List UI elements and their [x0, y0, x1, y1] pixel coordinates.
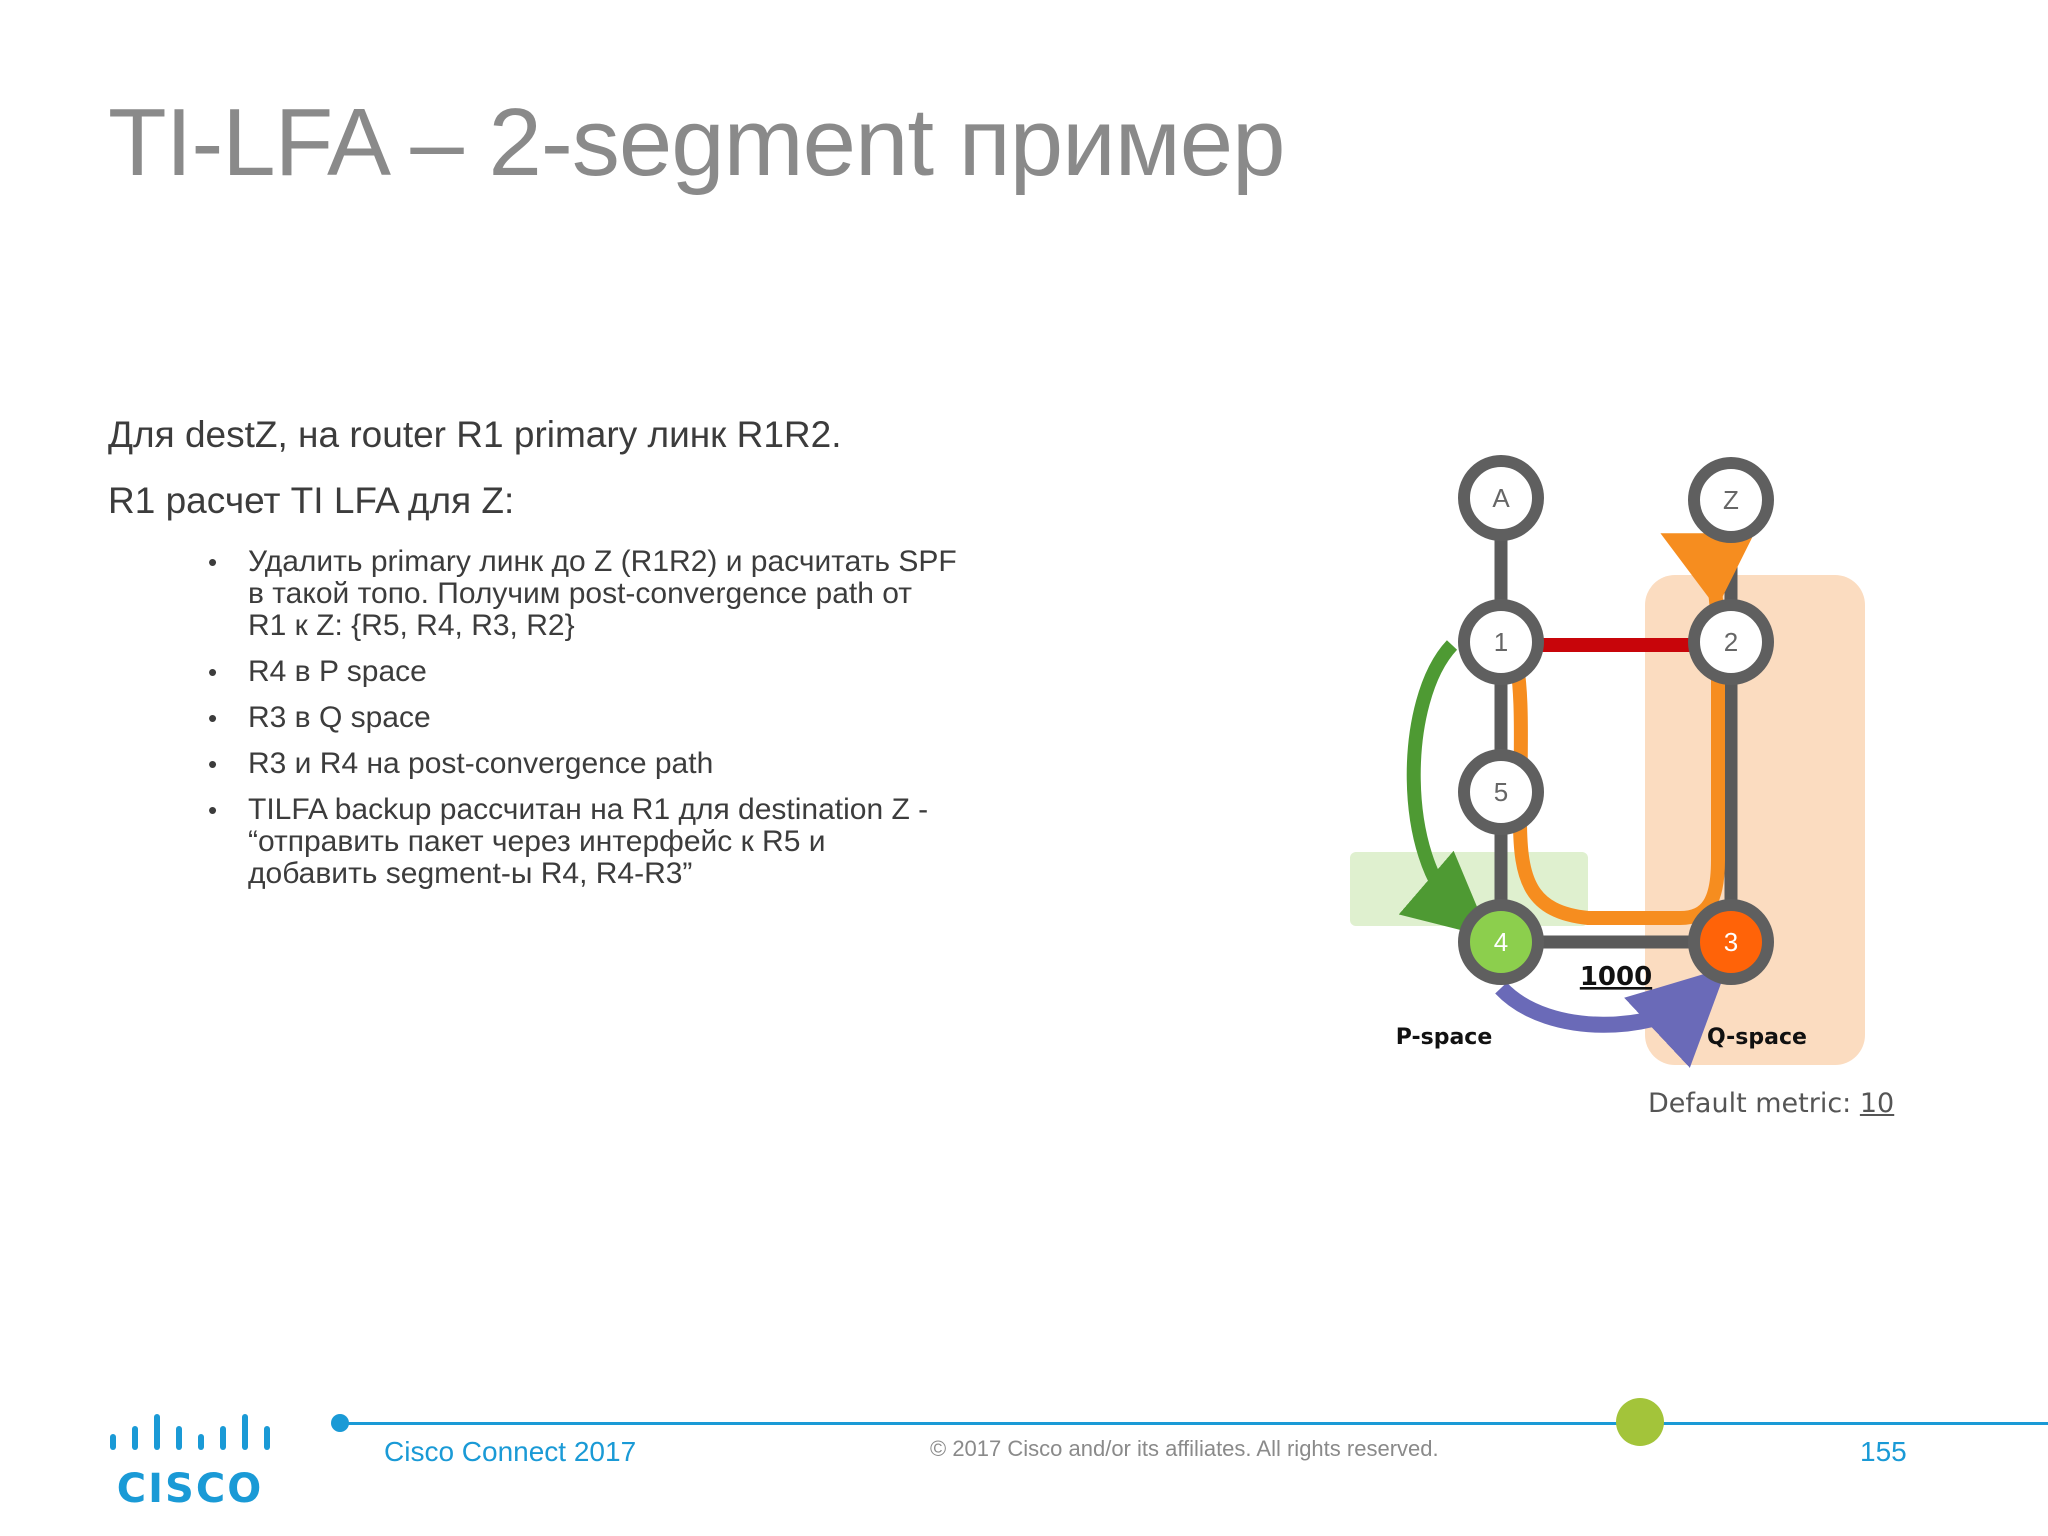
- p-space-label: P-space: [1396, 1025, 1493, 1050]
- default-metric-value: 10: [1859, 1088, 1895, 1119]
- footer-event-name: Cisco Connect 2017: [384, 1436, 637, 1467]
- bullet-line: Удалить primary линк до Z (R1R2) и расчи…: [248, 545, 957, 578]
- node-z-label: Z: [1723, 485, 1739, 515]
- slide-body: Для destZ, на router R1 primary линк R1R…: [108, 414, 1008, 904]
- node-5-label: 5: [1494, 777, 1508, 807]
- bullet-dot: •: [208, 547, 218, 577]
- bullet-dot: •: [208, 749, 218, 779]
- bullet-list: • Удалить primary линк до Z (R1R2) и рас…: [108, 546, 1008, 890]
- bullet-line: в такой топо. Получим post-convergence p…: [248, 577, 913, 610]
- bullet-item: • R4 в P space: [208, 655, 1008, 688]
- node-1: 1: [1458, 599, 1544, 685]
- paragraph-calc: R1 расчет TI LFA для Z:: [108, 480, 515, 521]
- bullet-line: R1 к Z: {R5, R4, R3, R2}: [248, 609, 575, 642]
- node-z: Z: [1688, 457, 1774, 543]
- default-metric-note: Default metric: 10: [1648, 1088, 1894, 1119]
- bullet-item: • Удалить primary линк до Z (R1R2) и рас…: [208, 545, 1008, 642]
- node-5: 5: [1458, 749, 1544, 835]
- default-metric-label: Default metric:: [1648, 1088, 1860, 1119]
- slide-title: TI-LFA – 2-segment пример: [108, 89, 1285, 196]
- node-a: A: [1458, 455, 1544, 541]
- node-2-label: 2: [1724, 627, 1738, 657]
- q-space-label: Q-space: [1707, 1025, 1807, 1050]
- link-metric-label: 1000: [1580, 962, 1652, 992]
- page-number: 155: [1860, 1436, 1907, 1467]
- bullet-line: TILFA backup рассчитан на R1 для destina…: [248, 793, 929, 826]
- bullet-dot: •: [208, 657, 218, 687]
- node-3-label: 3: [1724, 927, 1738, 957]
- backup-arrow-green: [1398, 640, 1490, 938]
- segment-arrow-blue: [1495, 967, 1728, 1068]
- bullet-item: • TILFA backup рассчитан на R1 для desti…: [208, 793, 1008, 890]
- bullet-line: R3 и R4 на post-convergence path: [248, 747, 714, 780]
- bullet-dot: •: [208, 795, 218, 825]
- paragraph-intro: Для destZ, на router R1 primary линк R1R…: [108, 414, 842, 455]
- bullet-line: добавить segment-ы R4, R4-R3”: [248, 857, 693, 890]
- node-2: 2: [1688, 599, 1774, 685]
- bullet-line: R3 в Q space: [248, 701, 431, 734]
- footer-divider-dot: [331, 1414, 349, 1432]
- bullet-line: R4 в P space: [248, 655, 427, 688]
- cisco-logo-text: CISCO: [117, 1466, 263, 1510]
- bullet-line: “отправить пакет через интерфейс к R5 и: [248, 825, 826, 858]
- node-3: 3: [1688, 899, 1774, 985]
- footer-divider: [340, 1422, 2048, 1425]
- bullet-item: • R3 и R4 на post-convergence path: [208, 747, 1008, 780]
- footer-green-circle: [1616, 1398, 1664, 1446]
- node-4: 4: [1458, 899, 1544, 985]
- cisco-logo: CISCO: [110, 1414, 270, 1510]
- footer-copyright: © 2017 Cisco and/or its affiliates. All …: [930, 1436, 1439, 1461]
- bullet-item: • R3 в Q space: [208, 701, 1008, 734]
- topology-diagram: A Z 1 2 5 4 3 1000 P-space Q-space: [1350, 455, 1865, 1068]
- node-1-label: 1: [1494, 627, 1508, 657]
- bullet-dot: •: [208, 703, 218, 733]
- node-a-label: A: [1492, 483, 1510, 513]
- node-4-label: 4: [1494, 927, 1508, 957]
